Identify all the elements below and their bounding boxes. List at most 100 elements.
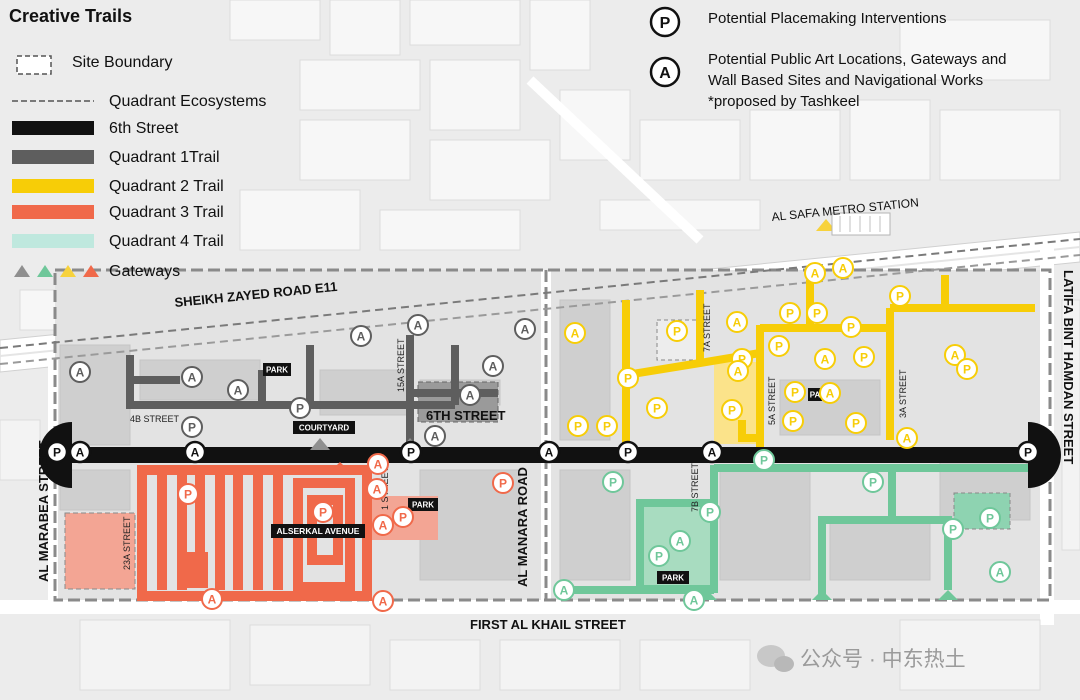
marker-letter: A <box>521 323 530 337</box>
legend-gateway-q3 <box>83 265 99 277</box>
marker-circle <box>944 344 966 366</box>
marker-letter: A <box>357 330 366 344</box>
q3-block-fill <box>186 552 208 588</box>
watermark: 公众号 · 中东热土 <box>757 645 966 672</box>
placemaking-marker-43: P <box>567 415 589 437</box>
marker-letter: A <box>903 432 912 446</box>
marker-letter: A <box>414 319 423 333</box>
placemaking-marker-22: P <box>889 285 911 307</box>
legend-quadrant-ecosystems-label: Quadrant Ecosystems <box>109 93 266 110</box>
public-art-marker-58: A <box>669 530 691 552</box>
marker-letter: A <box>208 593 217 607</box>
marker-letter: A <box>734 365 743 379</box>
public-art-marker-18: A <box>459 384 481 406</box>
legend-q3-swatch <box>12 205 94 219</box>
label-al-manara: AL MANARA ROAD <box>515 467 530 587</box>
legend-gateway-q1 <box>14 265 30 277</box>
legend-p-marker <box>649 6 681 38</box>
public-art-marker-64: A <box>683 589 705 611</box>
label-7a-street: 7A STREET <box>702 303 712 352</box>
placemaking-marker-57: P <box>699 501 721 523</box>
label-15a-street: 15A STREET <box>396 338 406 392</box>
legend-q1-label: Quadrant 1Trail <box>109 149 220 166</box>
marker-circle <box>956 358 978 380</box>
marker-letter: A <box>76 366 85 380</box>
public-art-marker-40: A <box>944 344 966 366</box>
placemaking-marker-56: P <box>862 471 884 493</box>
q3-trail-paths <box>137 465 372 601</box>
placemaking-marker-5: P <box>616 440 640 464</box>
marker-circle <box>45 440 69 464</box>
placemaking-marker-38: P <box>853 346 875 368</box>
placemaking-marker-48: P <box>177 483 199 505</box>
marker-letter: P <box>896 290 904 304</box>
gateway-q2-metro <box>816 219 836 231</box>
legend-gateway-q2 <box>60 265 76 277</box>
marker-letter: A <box>374 458 383 472</box>
marker-circle <box>567 415 589 437</box>
gateway-q4-2 <box>812 590 832 600</box>
site-blocks <box>59 299 1031 581</box>
tag-park-q4: PARK <box>662 574 684 583</box>
marker-circle <box>407 314 429 336</box>
marker-letter: P <box>728 404 736 418</box>
building-blocks-south <box>0 299 1080 691</box>
placemaking-marker-44: P <box>596 415 618 437</box>
quadrant-ecosystem-line <box>0 238 1080 349</box>
marker-letter: A <box>191 446 200 460</box>
q2-trail-paths <box>622 275 1035 452</box>
marker-circle <box>942 518 964 540</box>
marker-circle <box>806 302 828 324</box>
marker-letter: P <box>609 476 617 490</box>
placemaking-marker-55: P <box>602 471 624 493</box>
marker-letter: A <box>690 594 699 608</box>
quadrant-ecosystem-line-2 <box>0 254 1080 365</box>
marker-circle <box>646 397 668 419</box>
marker-letter: A <box>821 353 830 367</box>
public-art-marker-50: A <box>372 514 394 536</box>
public-art-marker-1: A <box>68 440 92 464</box>
marker-letter: P <box>624 446 632 460</box>
marker-circle <box>372 514 394 536</box>
gateway-q1-courtyard <box>310 438 330 450</box>
placemaking-marker-36: P <box>782 410 804 432</box>
marker-circle <box>896 427 918 449</box>
marker-letter: P <box>789 415 797 429</box>
placemaking-marker-60: P <box>942 518 964 540</box>
marker-circle <box>699 501 721 523</box>
marker-circle <box>537 440 561 464</box>
placemaking-marker-34: P <box>784 381 806 403</box>
marker-circle <box>666 320 688 342</box>
legend-gateway-q4 <box>37 265 53 277</box>
marker-letter: P <box>760 454 768 468</box>
placemaking-marker-7: P <box>1016 440 1040 464</box>
marker-letter: P <box>813 307 821 321</box>
placemaking-marker-31: P <box>617 367 639 389</box>
tag-alserkal-avenue: ALSERKAL AVENUE <box>277 526 360 536</box>
placemaking-marker-59: P <box>648 545 670 567</box>
legend-a-label-1: Potential Public Art Locations, Gateways… <box>708 51 1007 68</box>
public-art-marker-63: A <box>553 579 575 601</box>
marker-letter: A <box>708 446 717 460</box>
marker-letter: P <box>1024 446 1032 460</box>
marker-circle <box>514 318 536 340</box>
metro-station <box>831 212 891 236</box>
marker-circle <box>366 478 388 500</box>
marker-letter: P <box>184 488 192 502</box>
public-art-marker-4: A <box>537 440 561 464</box>
placemaking-marker-32: P <box>646 397 668 419</box>
placemaking-marker-15: P <box>289 397 311 419</box>
placemaking-marker-61: P <box>979 507 1001 529</box>
marker-letter: P <box>407 446 415 460</box>
placemaking-marker-23: P <box>666 320 688 342</box>
marker-letter: P <box>319 506 327 520</box>
marker-letter: P <box>399 511 407 525</box>
marker-letter: A <box>431 430 440 444</box>
public-art-marker-35: A <box>819 382 841 404</box>
legend-a-label-2: Wall Based Sites and Navigational Works <box>708 72 983 89</box>
placemaking-marker-3: P <box>399 440 423 464</box>
tag-park-q1: PARK <box>266 366 288 375</box>
public-art-marker-62: A <box>989 561 1011 583</box>
